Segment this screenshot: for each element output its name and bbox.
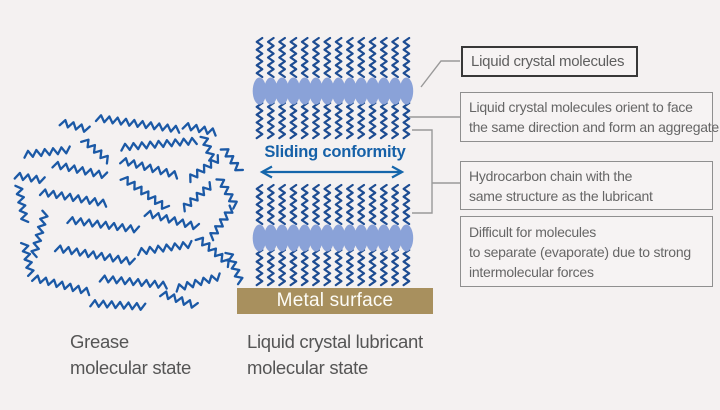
grease-molecule-chain (19, 241, 35, 278)
liquid-crystal-molecule-oval (388, 77, 402, 105)
liquid-crystal-molecule-oval (320, 77, 335, 105)
annotation-text: Hydrocarbon chain with the (469, 167, 633, 184)
liquid-crystal-molecule-oval (365, 77, 380, 105)
grease-molecule-chain (189, 154, 220, 184)
grease-molecule-chain (58, 118, 91, 133)
liquid-crystal-molecule-oval (286, 224, 301, 252)
annotation-text: same structure as the lubricant (469, 187, 653, 204)
grease-molecule-chain (51, 160, 109, 180)
grease-molecule-chain (89, 299, 147, 311)
grease-molecules (13, 114, 245, 311)
liquid-crystal-molecule-oval (388, 224, 402, 252)
liquid-crystal-molecule-oval (252, 77, 267, 105)
annotation-difficult-evaporate: Difficult for molecules to separate (eva… (460, 216, 713, 287)
liquid-crystal-molecule-oval (354, 77, 369, 105)
metal-surface-label: Metal surface (276, 290, 394, 311)
liquid-crystal-molecule-oval (320, 224, 335, 252)
annotation-hydrocarbon-chain: Hydrocarbon chain with the same structur… (460, 161, 713, 210)
grease-molecule-chain (143, 209, 201, 231)
aggregate-layer-top (252, 36, 414, 140)
grease-molecule-chain (194, 236, 230, 269)
liquid-crystal-molecule-oval (252, 224, 267, 252)
liquid-crystal-molecule-oval (297, 77, 312, 105)
grease-molecule-chain (53, 244, 136, 266)
grease-molecule-chain (158, 290, 199, 309)
grease-molecule-chain (30, 209, 49, 259)
liquid-crystal-molecule-oval (309, 224, 323, 252)
grease-molecule-chain (119, 157, 179, 180)
aggregate-layer-bottom (252, 183, 414, 287)
grease-state-caption: Grease molecular state (70, 329, 191, 381)
caption-line: Grease (70, 331, 129, 352)
liquid-crystal-molecule-oval (343, 77, 357, 105)
grease-molecule-chain (120, 136, 198, 152)
liquid-crystal-molecule-oval (377, 224, 391, 252)
grease-molecule-chain (119, 175, 171, 210)
caption-line: molecular state (247, 357, 368, 378)
liquid-crystal-molecule-oval (275, 77, 289, 105)
grease-molecule-chain (137, 239, 193, 257)
caption-line: molecular state (70, 357, 191, 378)
grease-molecule-chain (209, 204, 234, 242)
annotation-liquid-crystal-molecules: Liquid crystal molecules (461, 46, 638, 77)
annotation-connector-lines (409, 60, 460, 214)
liquid-crystal-molecule-oval (377, 77, 391, 105)
annotation-text: Liquid crystal molecules orient to face (469, 99, 693, 115)
grease-molecule-chain (175, 272, 221, 293)
liquid-crystal-molecule-oval (399, 224, 414, 252)
grease-molecule-chain (94, 114, 181, 134)
liquid-crystal-molecule-oval (343, 224, 357, 252)
sliding-conformity-arrow (259, 165, 405, 179)
annotation-text: to separate (evaporate) due to strong (469, 243, 691, 260)
grease-molecule-chain (199, 135, 215, 162)
grease-molecule-chain (98, 274, 168, 290)
grease-molecule-chain (181, 122, 217, 137)
annotation-text: Liquid crystal molecules (471, 52, 625, 70)
liquid-crystal-molecule-oval (354, 224, 369, 252)
grease-molecule-chain (13, 171, 46, 185)
annotation-text: the same direction and form an aggregate (469, 119, 719, 135)
liquid-crystal-molecule-oval (297, 224, 312, 252)
caption-line: Liquid crystal lubricant (247, 331, 423, 352)
sliding-conformity-label: Sliding conformity (264, 143, 406, 161)
grease-molecule-chain (14, 184, 30, 224)
liquid-crystal-molecule-oval (365, 224, 380, 252)
liquid-crystal-molecule-oval (264, 224, 278, 252)
grease-molecule-chain (80, 138, 109, 165)
grease-molecule-chain (66, 216, 141, 234)
liquid-crystal-molecule-oval (309, 77, 323, 105)
grease-molecule-chain (38, 188, 108, 208)
liquid-crystal-molecule-oval (275, 224, 289, 252)
liquid-crystal-molecule-oval (286, 77, 301, 105)
grease-molecule-chain (23, 145, 71, 159)
annotation-orient-aggregate: Liquid crystal molecules orient to face … (460, 92, 719, 142)
liquid-crystal-molecule-oval (331, 224, 346, 252)
liquid-crystal-state-caption: Liquid crystal lubricant molecular state (247, 329, 423, 381)
grease-molecule-chain (182, 180, 212, 213)
liquid-crystal-molecule-oval (399, 77, 414, 105)
metal-surface-band: Metal surface (237, 288, 433, 314)
liquid-crystal-molecule-oval (264, 77, 278, 105)
grease-molecule-chain (224, 251, 244, 286)
annotation-text: intermolecular forces (469, 263, 594, 280)
annotation-text: Difficult for molecules (469, 223, 597, 240)
grease-molecule-chain (215, 178, 238, 210)
grease-molecule-chain (30, 274, 91, 297)
liquid-crystal-molecule-oval (331, 77, 346, 105)
